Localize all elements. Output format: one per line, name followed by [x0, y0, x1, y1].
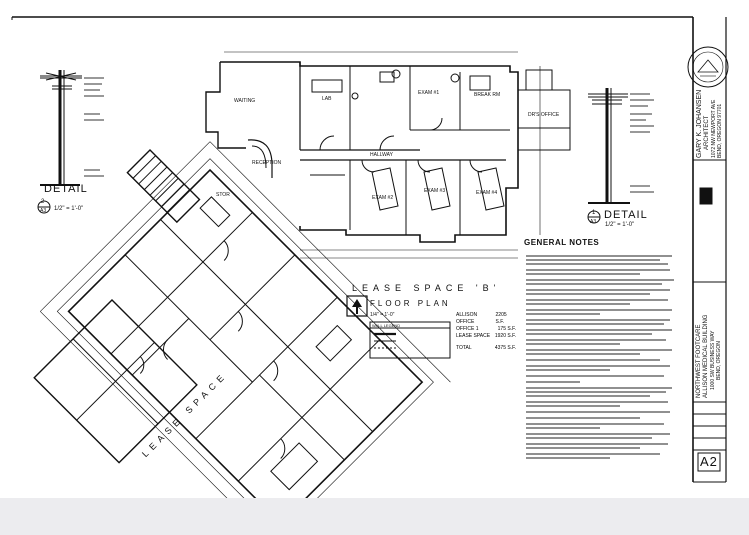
- sheet-number: A2: [700, 454, 718, 469]
- project-city: BEND, OREGON: [716, 341, 722, 380]
- floor-plan-title: FLOOR PLAN: [370, 299, 451, 308]
- general-notes-heading: GENERAL NOTES: [524, 238, 600, 247]
- detail-sheet-right: A3: [590, 219, 597, 225]
- detail-sheet-left: A3: [40, 208, 47, 214]
- floor-plan-drawing: [11, 16, 729, 535]
- room-label-reception: RECEPTION: [252, 160, 282, 166]
- room-label-break-rm: BREAK RM: [474, 92, 501, 98]
- room-label-exam-4: EXAM #4: [476, 190, 498, 196]
- detail-title-left: DETAIL: [44, 183, 88, 195]
- floor-plan-scale: 1/4" = 1'-0": [370, 312, 395, 318]
- architect-title: ARCHITECT: [704, 115, 710, 150]
- detail-number-left: 2: [41, 199, 45, 205]
- project-name: NORTHWEST FOOTCARE: [696, 324, 702, 398]
- detail-scale-left: 1/2" = 1'-0": [54, 206, 84, 212]
- project-building: ALLISON MEDICAL BUILDING: [703, 314, 709, 398]
- room-label-exam-2: EXAM #2: [372, 195, 394, 201]
- room-label-exam-1: EXAM #1: [418, 90, 440, 96]
- detail-title-right: DETAIL: [604, 209, 648, 221]
- room-label-waiting: WAITING: [234, 98, 256, 104]
- architect-seal-icon: [687, 46, 729, 88]
- room-label-exam-3: EXAM #3: [424, 188, 446, 194]
- architect-name: GARY K. JOHANSEN: [696, 89, 703, 158]
- detail-number-right: 1: [592, 210, 596, 216]
- viewer-bottom-bar: [0, 498, 749, 535]
- room-label-stor: STOR: [216, 192, 230, 198]
- north-arrow-icon: [352, 299, 362, 314]
- room-label-lab: LAB: [322, 96, 332, 102]
- architect-city: BEND, OREGON 97701: [717, 103, 723, 158]
- detail-scale-right: 1/2" = 1'-0": [605, 222, 635, 228]
- legend-title: WALL LEGEND: [372, 323, 401, 328]
- room-label-dr-office: DR'S OFFICE: [528, 112, 560, 118]
- lease-space-title: LEASE SPACE 'B': [352, 283, 501, 293]
- room-label-hallway: HALLWAY: [370, 152, 393, 158]
